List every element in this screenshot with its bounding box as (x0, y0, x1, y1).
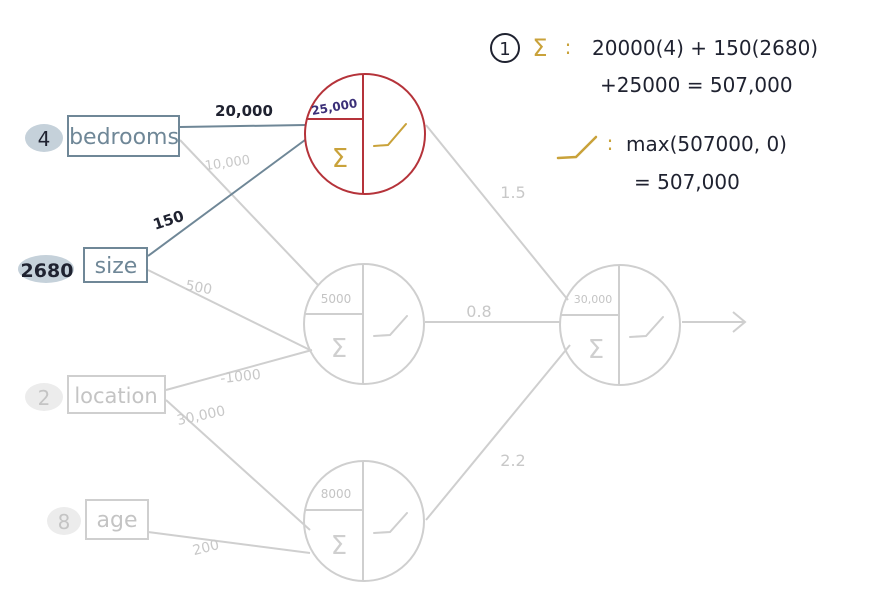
input-age: 8 age (47, 499, 149, 540)
sum-symbol-icon: Σ (332, 144, 348, 174)
input-location: 2 location (25, 375, 166, 414)
output-neuron: 30,000 Σ (559, 264, 681, 386)
input-value-blob (18, 255, 74, 283)
edge-bedrooms-to-neuron1 (179, 124, 306, 128)
annotation-line-2: +25000 = 507,000 (600, 73, 793, 97)
weight-size-n1: 150 (151, 207, 186, 234)
weight-location-n3: 30,000 (176, 403, 227, 429)
input-label-box (67, 375, 166, 414)
input-label: size (95, 254, 138, 279)
weight-bedrooms-n2: 10,000 (204, 153, 251, 174)
sum-symbol-icon: Σ (588, 335, 604, 365)
input-value-blob (25, 383, 63, 411)
weight-n3-out: 2.2 (500, 451, 525, 470)
weight-location-n2: -1000 (220, 367, 262, 387)
step-number-circle (490, 33, 520, 63)
input-label-box (85, 499, 149, 540)
active-edges (147, 124, 306, 257)
input-label-box (67, 115, 180, 157)
sum-symbol-icon: Σ (331, 531, 347, 561)
annotation-colon: : (607, 131, 614, 155)
edge-location-to-neuron3 (165, 399, 311, 531)
edge-size-to-neuron1 (147, 139, 306, 257)
edge-neuron1-to-output (425, 124, 569, 301)
weight-n1-out: 1.5 (500, 183, 525, 202)
neuron-outline (303, 460, 425, 582)
sum-symbol-icon: Σ (331, 334, 347, 364)
annotation-line-3: max(507000, 0) (626, 132, 787, 156)
input-label: age (97, 508, 138, 533)
inactive-edges (147, 124, 747, 554)
input-size: 2680 size (18, 247, 148, 283)
neuron-outline (559, 264, 681, 386)
input-value: 2 (38, 386, 51, 410)
sum-symbol-icon: Σ (532, 34, 547, 62)
output-arrow-head (732, 311, 747, 333)
weight-n2-out: 0.8 (466, 302, 491, 321)
annotation-colon: : (565, 35, 572, 59)
input-bedrooms: 4 bedrooms (25, 115, 180, 157)
annotation-line-1: 20000(4) + 150(2680) (592, 36, 818, 60)
relu-icon (373, 123, 407, 147)
input-value-blob (47, 507, 81, 535)
annotation-line-4: = 507,000 (634, 170, 740, 194)
input-value: 4 (38, 127, 51, 151)
input-value: 2680 (21, 260, 74, 282)
input-label-box (83, 247, 148, 283)
relu-icon (373, 512, 408, 534)
input-value-blob (25, 124, 63, 152)
neuron-1: 25,000 Σ (304, 73, 426, 195)
edge-age-to-neuron3 (147, 531, 311, 554)
edge-neuron3-to-output (425, 344, 571, 521)
relu-icon (373, 315, 408, 337)
neuron-3: 8000 Σ (303, 460, 425, 582)
input-label: bedrooms (69, 125, 179, 150)
neuron-bias: 30,000 (574, 293, 613, 306)
neuron-outline (303, 263, 425, 385)
weight-age-n3: 200 (191, 537, 221, 559)
input-label: location (74, 384, 157, 408)
relu-icon (629, 316, 664, 338)
weight-bedrooms-n1: 20,000 (215, 102, 273, 120)
edge-location-to-neuron2 (165, 349, 313, 391)
weight-size-n2: 500 (184, 278, 213, 298)
neuron-bias: 25,000 (310, 96, 358, 118)
step-number: 1 (499, 39, 510, 60)
edge-size-to-neuron2 (147, 269, 311, 351)
neuron-bias: 5000 (321, 292, 352, 306)
input-value: 8 (58, 510, 71, 534)
neuron-outline (304, 73, 426, 195)
relu-icon (556, 135, 598, 160)
edge-bedrooms-to-neuron2 (179, 139, 319, 286)
neuron-2: 5000 Σ (303, 263, 425, 385)
neuron-bias: 8000 (321, 487, 352, 501)
calculation-annotation: 1 Σ : 20000(4) + 150(2680) +25000 = 507,… (490, 33, 818, 194)
